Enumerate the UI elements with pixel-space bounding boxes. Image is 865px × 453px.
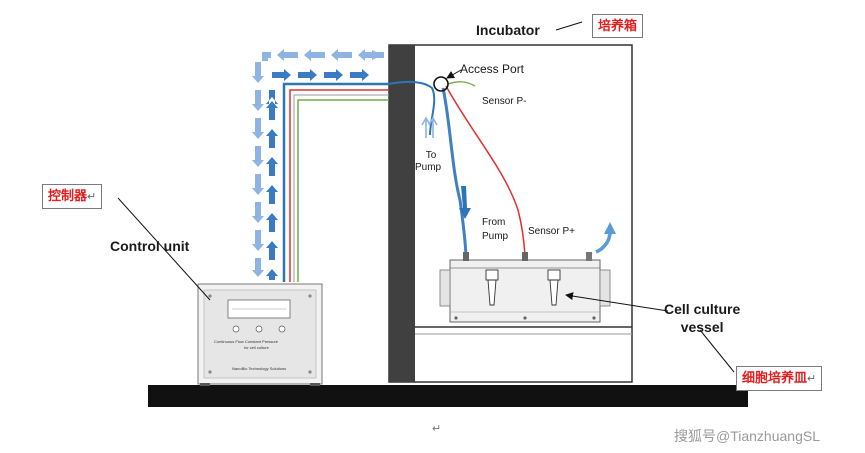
label-control-unit: Control unit [110, 238, 190, 254]
control-knob-1 [232, 325, 240, 333]
label-from-pump: From Pump [482, 217, 509, 242]
watermark: 搜狐号@TianzhuangSL [674, 428, 820, 444]
label-cell-vessel: Cell culture vessel [664, 301, 741, 335]
supply-flow-arrows [266, 69, 369, 280]
cell-culture-vessel [439, 252, 611, 323]
leader-control-unit [117, 197, 211, 301]
tube-green-outer [297, 99, 389, 282]
label-access-port: Access Port [460, 62, 525, 76]
label-incubator: Incubator [476, 22, 540, 38]
label-control-unit-cn: 控制器↵ [42, 184, 103, 209]
leader-cell-vessel-cn [699, 329, 735, 373]
access-port-circle [433, 76, 449, 92]
to-pump-arrows [421, 116, 438, 138]
label-sensor-minus: Sensor P- [482, 96, 527, 107]
tube-sensor-plus [445, 85, 526, 257]
return-flow-arrows [252, 49, 384, 277]
tube-blue-outer [282, 82, 389, 282]
incubator-wall [389, 45, 415, 382]
device-text-1: Continuous Flow Constant Pressure [214, 339, 279, 344]
screw-bl [208, 370, 212, 374]
control-knob-2 [255, 325, 263, 333]
tube-from-pump [441, 87, 468, 257]
screw-tl [208, 294, 212, 298]
incubator-box [388, 44, 633, 383]
tube-sensor-minus [447, 81, 476, 87]
screw-br [308, 370, 312, 374]
control-knob-3 [278, 325, 286, 333]
leader-cell-vessel [565, 292, 669, 312]
exhaust-arrow [595, 222, 616, 254]
paragraph-mark: ↵ [432, 423, 442, 435]
leader-incubator [555, 21, 583, 31]
device-text-2: for cell culture [244, 345, 269, 350]
tube-gray-outer [293, 94, 389, 282]
from-pump-arrow [459, 186, 471, 219]
device-text-3: NanoBio Technology Solutions [232, 366, 287, 371]
label-cell-vessel-cn: 细胞培养皿↵ [736, 366, 823, 391]
label-sensor-plus: Sensor P+ [528, 226, 575, 237]
tube-red-outer [289, 89, 389, 282]
leader-access-port [446, 69, 462, 79]
base-platform [148, 385, 748, 407]
label-to-pump: To Pump [415, 150, 442, 173]
screw-tr [308, 294, 312, 298]
label-incubator-cn: 培养箱 [592, 14, 644, 38]
